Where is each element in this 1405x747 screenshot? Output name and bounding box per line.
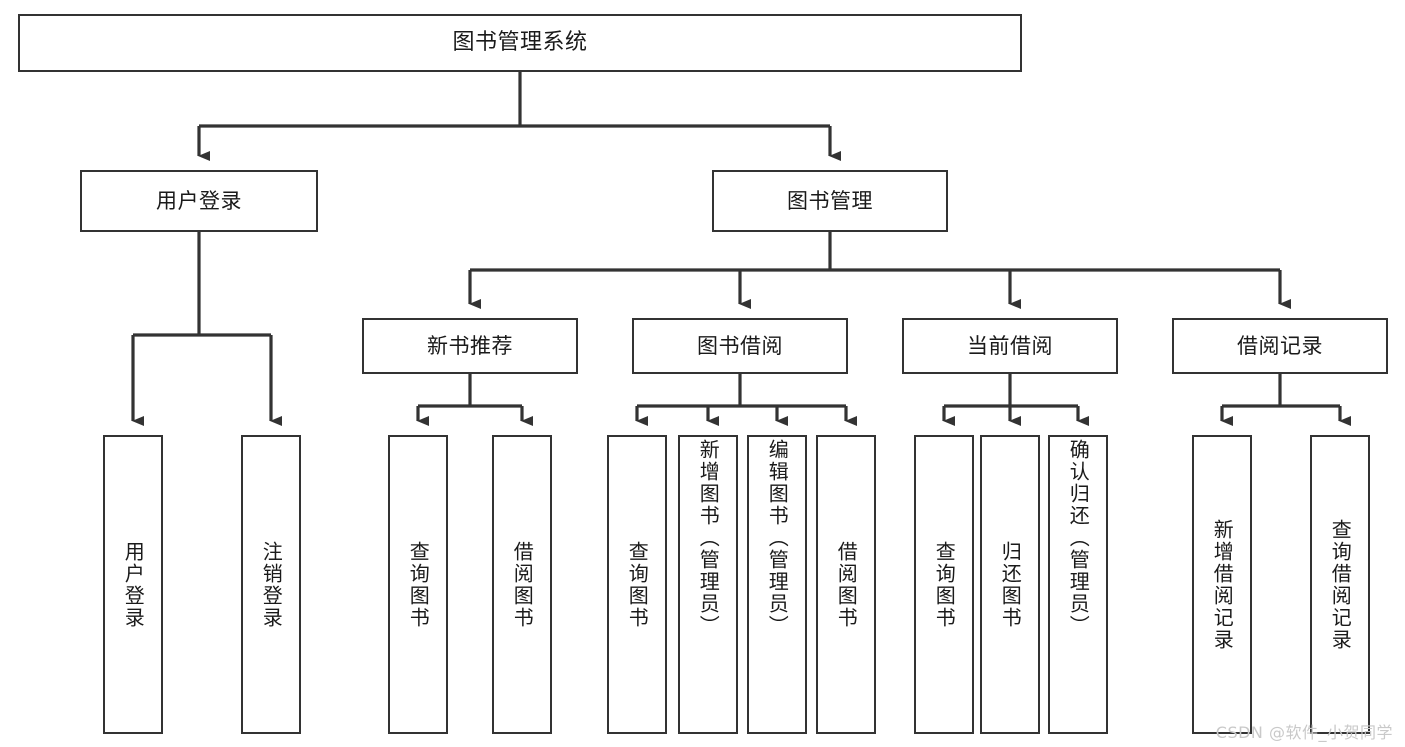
node-leaf-add-book-admin-label: 新增图书（管理员） [696, 439, 721, 637]
node-leaf-query-book-1-label: 查询图书 [406, 540, 431, 629]
node-leaf-query-book-1[interactable]: 查询图书 [388, 435, 448, 734]
node-leaf-edit-book-admin[interactable]: 编辑图书（管理员） [747, 435, 807, 734]
node-leaf-query-book-3-label: 查询图书 [932, 540, 957, 629]
node-borrow-record-label: 借阅记录 [1237, 333, 1323, 358]
node-leaf-query-book-3[interactable]: 查询图书 [914, 435, 974, 734]
node-leaf-add-book-admin[interactable]: 新增图书（管理员） [678, 435, 738, 734]
node-leaf-add-borrow-record[interactable]: 新增借阅记录 [1192, 435, 1252, 734]
node-root-label: 图书管理系统 [452, 29, 588, 55]
node-leaf-return-book-label: 归还图书 [998, 540, 1023, 629]
node-leaf-query-book-2[interactable]: 查询图书 [607, 435, 667, 734]
node-new-book-recommend-label: 新书推荐 [427, 333, 513, 358]
node-leaf-user-login-label: 用户登录 [121, 540, 146, 629]
node-leaf-return-book[interactable]: 归还图书 [980, 435, 1040, 734]
node-leaf-confirm-return-admin[interactable]: 确认归还（管理员） [1048, 435, 1108, 734]
node-borrow-record[interactable]: 借阅记录 [1172, 318, 1388, 374]
node-leaf-user-login[interactable]: 用户登录 [103, 435, 163, 734]
node-leaf-borrow-book-2[interactable]: 借阅图书 [816, 435, 876, 734]
node-leaf-borrow-book-1[interactable]: 借阅图书 [492, 435, 552, 734]
node-user-login-label: 用户登录 [156, 188, 242, 213]
node-leaf-logout-login[interactable]: 注销登录 [241, 435, 301, 734]
node-user-login[interactable]: 用户登录 [80, 170, 318, 232]
node-leaf-confirm-return-admin-label: 确认归还（管理员） [1066, 439, 1091, 637]
node-new-book-recommend[interactable]: 新书推荐 [362, 318, 578, 374]
node-leaf-borrow-book-2-label: 借阅图书 [834, 540, 859, 629]
node-leaf-edit-book-admin-label: 编辑图书（管理员） [765, 439, 790, 637]
node-leaf-logout-login-label: 注销登录 [259, 540, 284, 629]
node-leaf-add-borrow-record-label: 新增借阅记录 [1210, 518, 1235, 651]
node-leaf-query-borrow-record-label: 查询借阅记录 [1328, 518, 1353, 651]
node-current-borrow[interactable]: 当前借阅 [902, 318, 1118, 374]
node-book-borrow[interactable]: 图书借阅 [632, 318, 848, 374]
node-book-borrow-label: 图书借阅 [697, 333, 783, 358]
node-leaf-borrow-book-1-label: 借阅图书 [510, 540, 535, 629]
node-book-manage[interactable]: 图书管理 [712, 170, 948, 232]
node-leaf-query-book-2-label: 查询图书 [625, 540, 650, 629]
node-current-borrow-label: 当前借阅 [967, 333, 1053, 358]
node-book-manage-label: 图书管理 [787, 188, 873, 213]
node-root[interactable]: 图书管理系统 [18, 14, 1022, 72]
node-leaf-query-borrow-record[interactable]: 查询借阅记录 [1310, 435, 1370, 734]
